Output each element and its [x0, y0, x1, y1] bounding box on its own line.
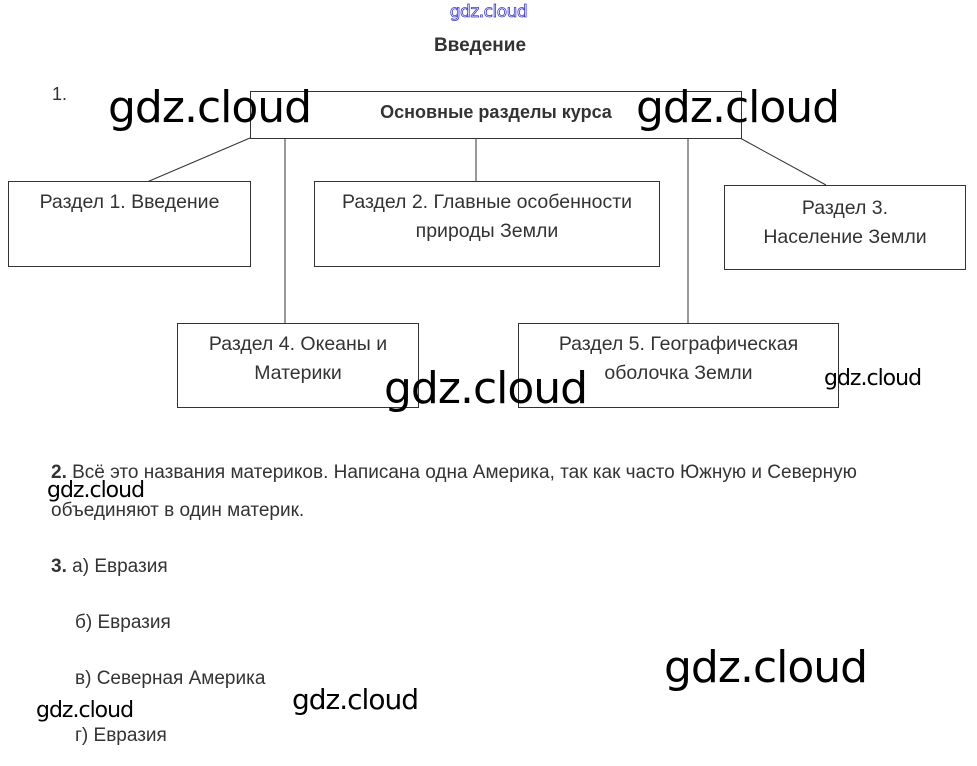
- watermark: gdz.cloud: [824, 366, 922, 391]
- section-5-label: Раздел 5. Географическая оболочка Земли: [558, 333, 799, 384]
- watermark: gdz.cloud: [384, 363, 588, 414]
- task-3-answer-d: г) Евразия: [75, 725, 167, 746]
- task-3-answer-a: 3. а) Евразия: [51, 548, 168, 586]
- task-3-answer-a-text: а) Евразия: [72, 556, 168, 577]
- task-3-number: 3.: [51, 556, 67, 577]
- watermark: gdz.cloud: [108, 82, 312, 133]
- task-3-answer-b: б) Евразия: [75, 612, 171, 633]
- connector-root-section-3: [739, 137, 827, 186]
- diagram-node-section-1: Раздел 1. Введение: [8, 181, 251, 267]
- section-1-label: Раздел 1. Введение: [39, 191, 220, 213]
- diagram-node-section-5: Раздел 5. Географическая оболочка Земли: [518, 323, 839, 408]
- watermark: gdz.cloud: [292, 683, 419, 716]
- watermark: gdz.cloud: [636, 82, 840, 133]
- section-3-label: Раздел 3. Население Земли: [763, 197, 927, 248]
- watermark: gdz.cloud: [664, 642, 868, 693]
- diagram-node-section-2: Раздел 2. Главные особенности природы Зе…: [314, 181, 660, 267]
- page-title: Введение: [433, 35, 527, 56]
- diagram-node-section-3: Раздел 3. Население Земли: [724, 185, 966, 270]
- watermark: gdz.cloud: [36, 698, 134, 723]
- task-1-number: 1.: [52, 84, 68, 104]
- site-watermark-header: gdz.cloud: [449, 2, 528, 23]
- task-2-text: Всё это названия материков. Написана одн…: [51, 462, 857, 521]
- task-2-answer: 2. Всё это названия материков. Написана …: [51, 454, 891, 530]
- diagram-root-node: Основные разделы курса: [250, 91, 742, 139]
- section-2-label: Раздел 2. Главные особенности природы Зе…: [341, 191, 633, 242]
- diagram-node-section-4: Раздел 4. Океаны и Материки: [177, 323, 419, 408]
- section-4-label: Раздел 4. Океаны и Материки: [208, 333, 388, 384]
- diagram-root-label: Основные разделы курса: [380, 102, 612, 122]
- watermark: gdz.cloud: [47, 478, 145, 503]
- task-2-number: 2.: [51, 462, 67, 483]
- task-3-answer-c: в) Северная Америка: [75, 668, 266, 689]
- connector-root-section-1: [146, 137, 251, 183]
